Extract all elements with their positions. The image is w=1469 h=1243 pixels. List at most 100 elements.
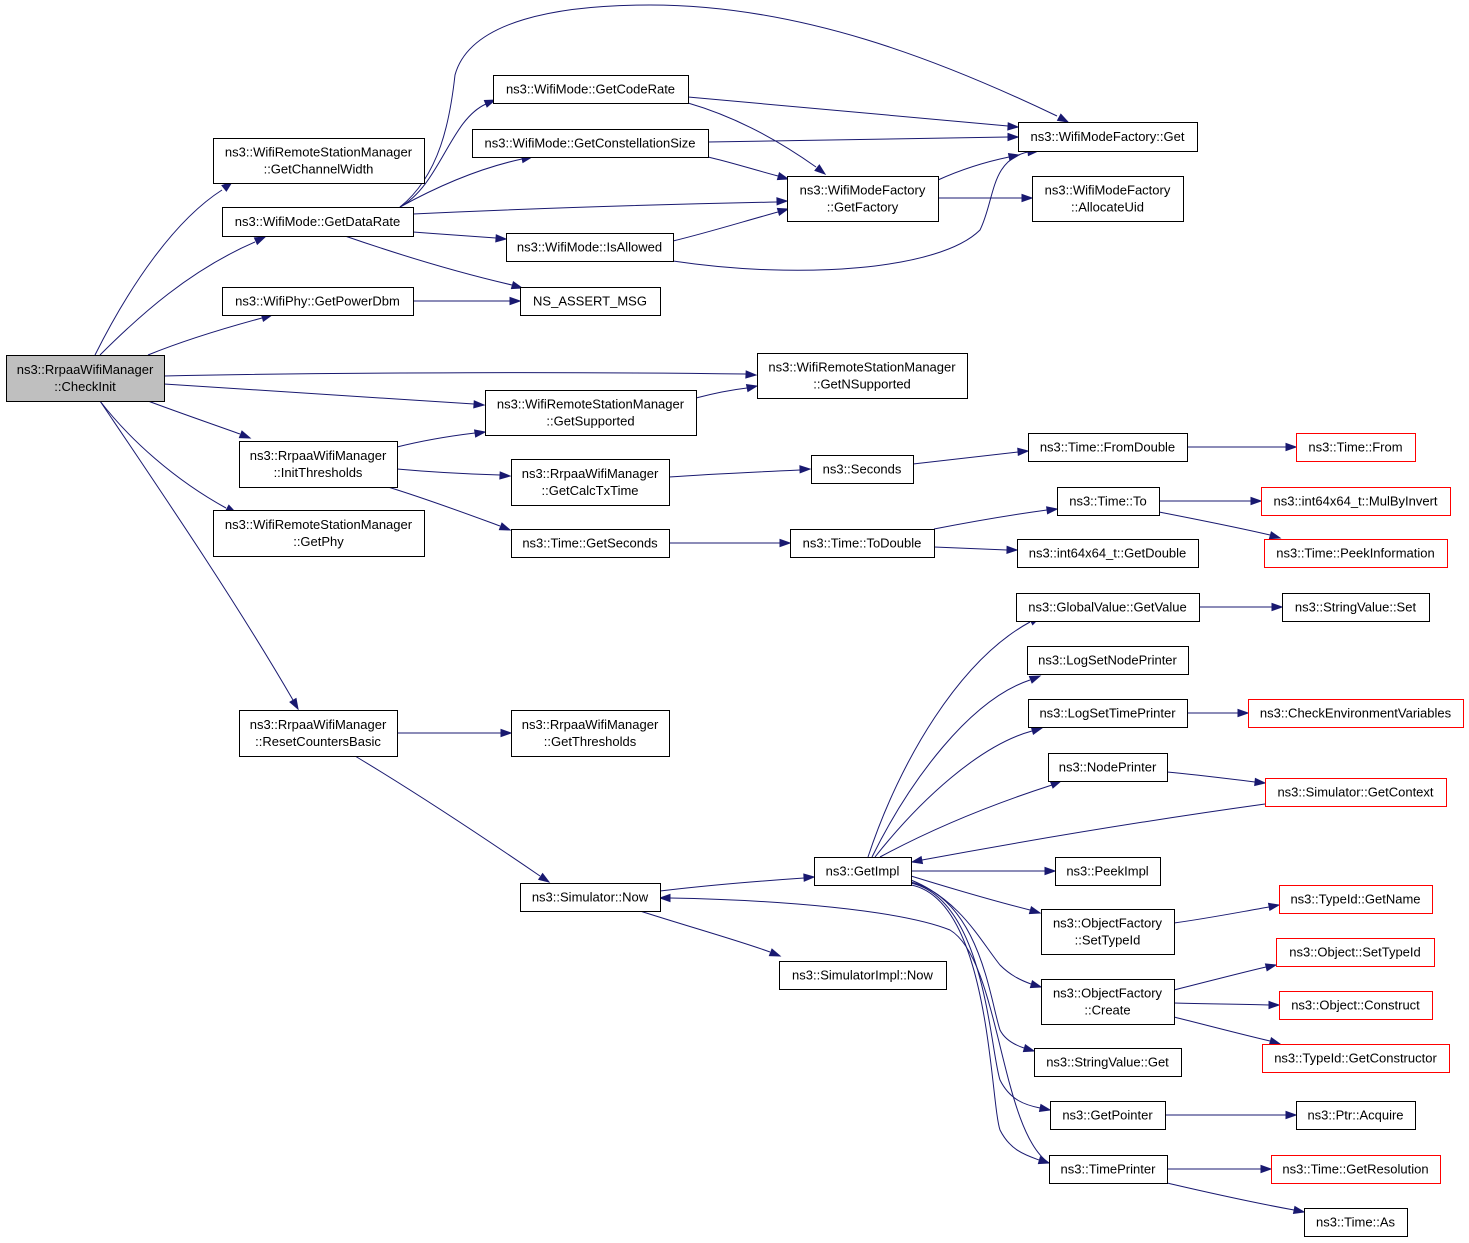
edge-timeprinter-timeas: [1166, 1182, 1306, 1215]
node-box: [1050, 1101, 1166, 1130]
node-getnsupported[interactable]: ns3::WifiRemoteStationManager::GetNSuppo…: [757, 353, 968, 399]
node-peekimpl[interactable]: ns3::PeekImpl: [1055, 857, 1161, 886]
arrow-head-icon: [1264, 963, 1278, 972]
arrow-head-icon: [253, 236, 267, 246]
node-getpointer[interactable]: ns3::GetPointer: [1050, 1101, 1166, 1130]
edge-line: [399, 158, 523, 208]
node-label: ns3::WifiMode::GetDataRate: [235, 214, 400, 229]
call-nodes: ns3::RrpaaWifiManager::CheckInitns3::Wif…: [6, 75, 1464, 1237]
node-logsetnode[interactable]: ns3::LogSetNodePrinter: [1027, 646, 1189, 675]
node-label: ns3::WifiRemoteStationManager: [768, 360, 956, 375]
node-getseconds[interactable]: ns3::Time::GetSeconds: [511, 529, 670, 558]
node-getresolution[interactable]: ns3::Time::GetResolution: [1271, 1155, 1441, 1184]
node-seconds[interactable]: ns3::Seconds: [811, 455, 914, 484]
edge-getdatarate-wmfget: [399, 4, 1070, 208]
node-box: [1057, 487, 1160, 516]
node-box: [1279, 885, 1433, 914]
node-timeto[interactable]: ns3::Time::To: [1057, 487, 1160, 516]
node-getfactory[interactable]: ns3::WifiModeFactory::GetFactory: [787, 176, 939, 222]
node-getcoderate[interactable]: ns3::WifiMode::GetCodeRate: [493, 75, 689, 104]
node-label: ns3::Time::FromDouble: [1040, 440, 1175, 455]
arrow-head-icon: [495, 234, 508, 243]
edge-getimpl-logsettime: [874, 726, 1044, 858]
node-gvgetvalue[interactable]: ns3::GlobalValue::GetValue: [1016, 593, 1200, 622]
arrow-head-icon: [1267, 902, 1281, 912]
arrow-head-icon: [1049, 780, 1063, 789]
node-simimplnow[interactable]: ns3::SimulatorImpl::Now: [779, 961, 947, 990]
node-label: ns3::RrpaaWifiManager: [522, 466, 659, 481]
node-getthresholds[interactable]: ns3::RrpaaWifiManager::GetThresholds: [511, 710, 670, 757]
node-isallowed[interactable]: ns3::WifiMode::IsAllowed: [506, 233, 674, 262]
edge-line: [387, 486, 501, 527]
edge-line: [412, 201, 778, 215]
node-getsupported[interactable]: ns3::WifiRemoteStationManager::GetSuppor…: [485, 390, 697, 436]
node-initthresholds[interactable]: ns3::RrpaaWifiManager::InitThresholds: [239, 441, 398, 488]
node-wmfget[interactable]: ns3::WifiModeFactory::Get: [1018, 122, 1198, 152]
edge-line: [1173, 1002, 1270, 1006]
arrow-head-icon: [1028, 906, 1042, 915]
node-nsassert[interactable]: NS_ASSERT_MSG: [520, 287, 661, 316]
edge-getimpl-timeprinter: [910, 884, 1051, 1165]
edge-getimpl-svget: [910, 881, 1036, 1053]
node-objconstruct[interactable]: ns3::Object::Construct: [1279, 991, 1433, 1020]
node-simgetcontext[interactable]: ns3::Simulator::GetContext: [1265, 778, 1447, 807]
edge-line: [910, 884, 1040, 1161]
node-resetcounters[interactable]: ns3::RrpaaWifiManager::ResetCountersBasi…: [239, 710, 398, 757]
node-objsettypeid[interactable]: ns3::Object::SetTypeId: [1276, 938, 1435, 967]
edge-line: [344, 235, 513, 286]
node-getphy[interactable]: ns3::WifiRemoteStationManager::GetPhy: [213, 510, 425, 557]
arrow-head-icon: [483, 99, 497, 108]
node-checkenv[interactable]: ns3::CheckEnvironmentVariables: [1248, 699, 1464, 728]
node-fromdouble[interactable]: ns3::Time::FromDouble: [1028, 433, 1188, 462]
arrow-head-icon: [779, 538, 792, 548]
node-nodeprinter[interactable]: ns3::NodePrinter: [1048, 753, 1168, 782]
node-todouble[interactable]: ns3::Time::ToDouble: [790, 529, 935, 558]
edge-line: [396, 468, 501, 476]
node-checkinit[interactable]: ns3::RrpaaWifiManager::CheckInit: [6, 355, 165, 402]
node-box: [1248, 699, 1464, 728]
edge-ofsettypeid-tidgetname: [1173, 902, 1281, 924]
node-label: NS_ASSERT_MSG: [533, 294, 647, 309]
node-getimpl[interactable]: ns3::GetImpl: [814, 857, 912, 886]
node-timeprinter[interactable]: ns3::TimePrinter: [1049, 1155, 1168, 1184]
node-allocateuid[interactable]: ns3::WifiModeFactory::AllocateUid: [1032, 176, 1184, 222]
node-getchannelwidth[interactable]: ns3::WifiRemoteStationManager::GetChanne…: [213, 138, 425, 184]
node-ptracquire[interactable]: ns3::Ptr::Acquire: [1296, 1101, 1416, 1130]
node-label: ns3::Time::PeekInformation: [1276, 546, 1434, 561]
node-tidgetctor[interactable]: ns3::TypeId::GetConstructor: [1262, 1044, 1450, 1073]
node-svset[interactable]: ns3::StringValue::Set: [1282, 593, 1430, 622]
node-peekinfo[interactable]: ns3::Time::PeekInformation: [1264, 539, 1448, 568]
edge-getcalctxtime-seconds: [668, 465, 812, 478]
node-svget[interactable]: ns3::StringValue::Get: [1034, 1048, 1182, 1077]
arrow-head-icon: [1046, 506, 1059, 515]
node-box: [1265, 778, 1447, 807]
edge-ofcreate-tidgetctor: [1173, 1016, 1282, 1046]
arrow-head-icon: [238, 430, 252, 439]
node-box: [1017, 539, 1199, 568]
node-box: [1271, 1155, 1441, 1184]
node-ofsettypeid[interactable]: ns3::ObjectFactory::SetTypeId: [1041, 909, 1175, 955]
node-getconstellation[interactable]: ns3::WifiMode::GetConstellationSize: [472, 129, 709, 158]
node-timefrom[interactable]: ns3::Time::From: [1296, 433, 1416, 462]
node-tidgetname[interactable]: ns3::TypeId::GetName: [1279, 885, 1433, 914]
node-int64getdouble[interactable]: ns3::int64x64_t::GetDouble: [1017, 539, 1199, 568]
edge-line: [1173, 966, 1267, 991]
edge-checkinit-getdatarate: [99, 236, 267, 356]
node-box: [1048, 753, 1168, 782]
edge-getseconds-todouble: [669, 538, 792, 548]
edge-checkinit-getpowerdbm: [147, 313, 274, 356]
node-simnow[interactable]: ns3::Simulator::Now: [520, 883, 661, 912]
node-getpowerdbm[interactable]: ns3::WifiPhy::GetPowerDbm: [222, 287, 414, 316]
node-ofcreate[interactable]: ns3::ObjectFactory::Create: [1041, 979, 1175, 1025]
node-timeas[interactable]: ns3::Time::As: [1304, 1208, 1408, 1237]
node-mulbyinvert[interactable]: ns3::int64x64_t::MulByInvert: [1261, 487, 1451, 516]
node-box: [472, 129, 709, 158]
node-getdatarate[interactable]: ns3::WifiMode::GetDataRate: [222, 207, 414, 237]
arrow-head-icon: [1285, 442, 1298, 452]
edge-checkinit-resetcounters: [99, 400, 299, 711]
node-getcalctxtime[interactable]: ns3::RrpaaWifiManager::GetCalcTxTime: [511, 459, 670, 506]
edge-getcoderate-wmfget: [687, 96, 1020, 131]
node-label: ns3::WifiRemoteStationManager: [225, 145, 413, 160]
edge-getimpl-getpointer: [910, 882, 1052, 1113]
node-logsettime[interactable]: ns3::LogSetTimePrinter: [1028, 699, 1188, 728]
